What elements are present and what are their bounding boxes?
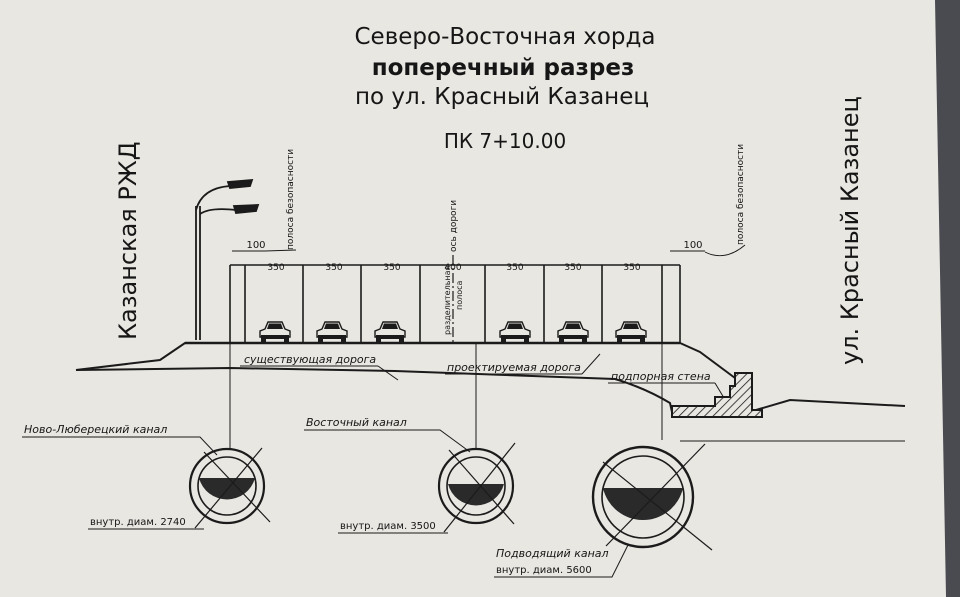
picket-label: ПК 7+10.00	[444, 129, 566, 153]
canal-1-diameter: внутр. диам. 2740	[90, 517, 186, 528]
canal-2-name: Восточный канал	[306, 416, 407, 429]
dim-left-shoulder: 100	[246, 240, 265, 251]
safety-strip-right-label: полоса безопасности	[736, 144, 746, 245]
road-axis-label: ось дороги	[449, 200, 459, 252]
median-label-line2: полоса	[455, 280, 464, 310]
canal-1-name: Ново-Люберецкий канал	[24, 423, 167, 436]
canal-3-diameter: внутр. диам. 5600	[496, 565, 592, 576]
safety-strip-right-leader	[704, 244, 746, 257]
designed-road-label: проектируемая дорога	[447, 361, 581, 374]
canal-3-leader	[494, 544, 629, 578]
median-label-line1: разделительная	[443, 265, 452, 335]
retaining-wall	[671, 372, 763, 418]
existing-road-label: существующая дорога	[244, 353, 376, 366]
street-light	[195, 178, 260, 340]
canal-vostochny	[437, 442, 516, 533]
existing-road-pointer	[377, 365, 399, 381]
dim-lane-1: 350	[267, 263, 284, 273]
dim-lane-2: 350	[325, 263, 342, 273]
drawing-location: по ул. Красный Казанец	[355, 84, 649, 110]
safety-strip-left-leader	[264, 249, 297, 252]
canal-novo-lyuberetsky	[188, 447, 271, 529]
canal-1-leader	[22, 436, 218, 456]
railway-label: Казанская РЖД	[114, 142, 142, 340]
designed-road-pointer	[581, 353, 601, 375]
ground-line-right	[755, 398, 906, 411]
dim-right-shoulder: 100	[683, 240, 702, 251]
dim-lane-4: 350	[506, 263, 523, 273]
canal-3-name: Подводящий канал	[496, 547, 609, 560]
canal-podvodyashchy	[591, 443, 713, 551]
dim-median: 400	[444, 263, 461, 273]
street-label: ул. Красный Казанец	[836, 96, 864, 365]
drawing-title: Северо-Восточная хорда	[355, 24, 656, 50]
safety-strip-left-label: полоса безопасности	[286, 149, 296, 250]
dim-lane-5: 350	[564, 263, 581, 273]
drawing-subtitle: поперечный разрез	[372, 55, 635, 81]
dim-lane-3: 350	[383, 263, 400, 273]
canal-2-leader	[304, 429, 471, 453]
retaining-wall-label: подпорная стена	[611, 370, 711, 383]
canal-drop-lines	[229, 343, 663, 466]
dim-lane-6: 350	[623, 263, 640, 273]
carriageway-frame	[229, 264, 681, 343]
retaining-wall-pointer	[714, 382, 725, 399]
canal-2-diameter: внутр. диам. 3500	[340, 521, 436, 532]
